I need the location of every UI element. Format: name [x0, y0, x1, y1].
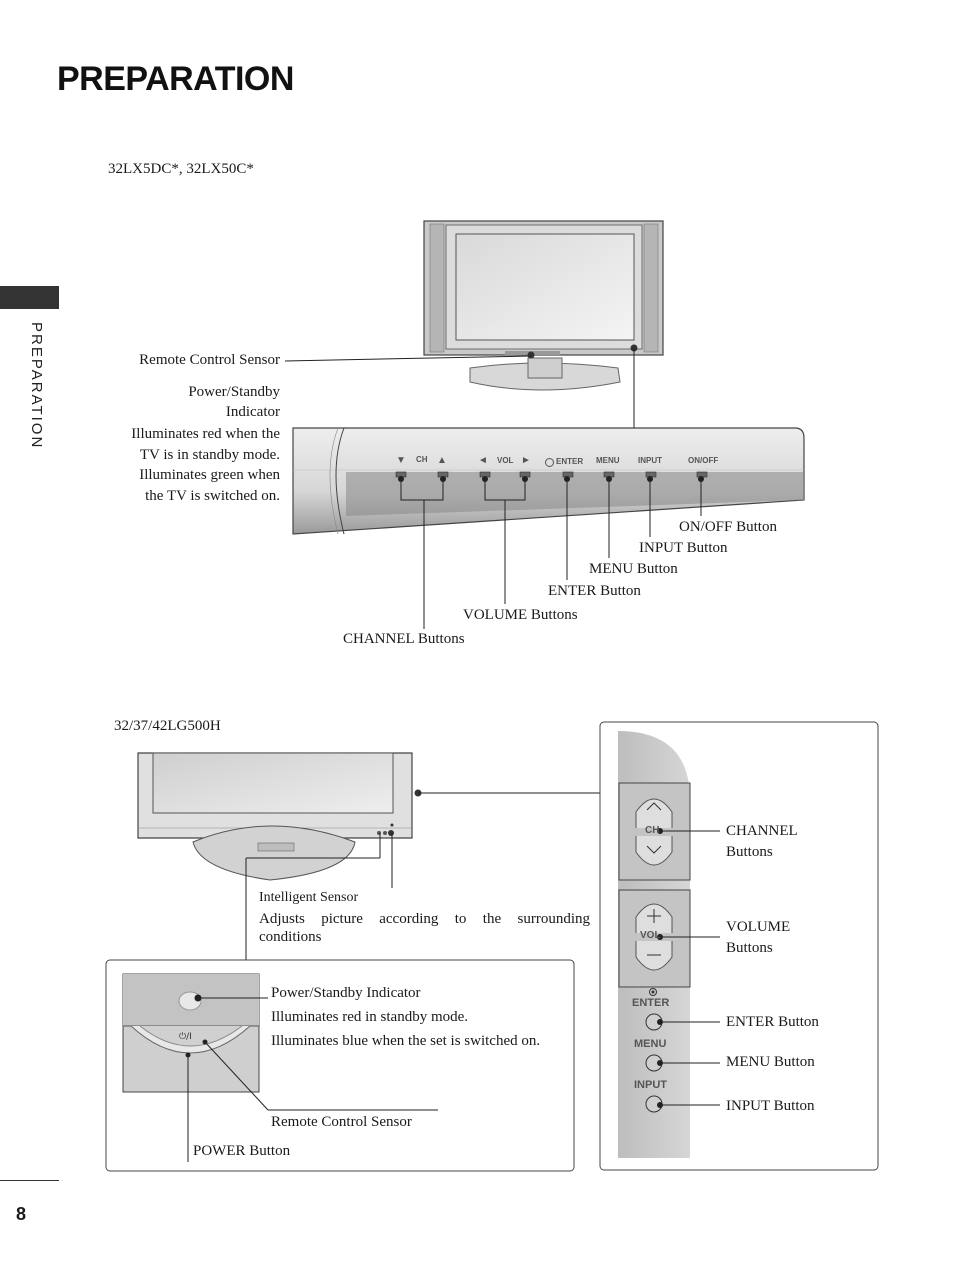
onoff-button-label: ON/OFF Button	[679, 519, 777, 535]
side-input-label: INPUT	[634, 1079, 667, 1091]
panel-ch-down-glyph: ▼	[396, 455, 406, 466]
page-title: PREPARATION	[57, 60, 294, 98]
panel-ch-label: CH	[416, 455, 428, 464]
power-indicator-desc-line-2: TV is in standby mode.	[139, 446, 280, 463]
side-input-button-label: INPUT Button	[726, 1098, 815, 1114]
sidebar-tab-marker	[0, 286, 59, 309]
side-enter-button-label: ENTER Button	[726, 1014, 819, 1030]
channel-buttons-label-1: CHANNEL Buttons	[343, 631, 465, 647]
power-indicator-desc: Illuminates red when the TV is in standb…	[90, 424, 280, 506]
side-menu-button-label: MENU Button	[726, 1054, 815, 1070]
remote-sensor-label-1: Remote Control Sensor	[139, 352, 280, 368]
power-indicator-desc-2b: Illuminates blue when the set is switche…	[271, 1033, 541, 1049]
power-indicator-desc-2a: Illuminates red in standby mode.	[271, 1009, 469, 1025]
side-menu-label: MENU	[634, 1038, 667, 1050]
panel-vol-left-glyph: ◄	[478, 455, 488, 466]
panel-ch-up-glyph: ▲	[437, 455, 447, 466]
remote-sensor-label-2: Remote Control Sensor	[271, 1114, 412, 1130]
panel-vol-label: VOL	[497, 456, 514, 465]
footer-divider	[0, 1180, 59, 1181]
power-indicator-title-2b: Power/Standby Indicator	[271, 985, 421, 1001]
menu-button-label-1: MENU Button	[589, 561, 678, 577]
model-label-2: 32/37/42LG500H	[114, 718, 221, 734]
power-indicator-desc-line-3: Illuminates green when	[139, 467, 280, 483]
power-indicator-title-2: Indicator	[225, 404, 280, 420]
power-button-label: POWER Button	[193, 1143, 291, 1159]
enter-button-label-1: ENTER Button	[548, 583, 641, 599]
power-indicator-desc-line-1: Illuminates red when the	[131, 426, 280, 442]
side-volume-label-2: Buttons	[726, 940, 773, 956]
power-indicator-title-1: Power/Standby	[188, 384, 280, 400]
power-symbol-icon: ⏻/I	[179, 1032, 192, 1042]
intelligent-sensor-title: Intelligent Sensor	[259, 890, 359, 905]
panel-onoff-label: ON/OFF	[688, 456, 719, 465]
tv-front-illustration-1	[284, 220, 805, 629]
side-ch-label: CH	[645, 825, 660, 836]
panel-enter-icon	[545, 458, 554, 467]
side-volume-label-1: VOLUME	[726, 919, 791, 935]
side-vol-label: VOL	[640, 930, 661, 941]
panel-input-label: INPUT	[638, 456, 662, 465]
power-indicator-desc-line-4: the TV is switched on.	[145, 487, 280, 504]
volume-buttons-label-1: VOLUME Buttons	[463, 607, 578, 623]
side-channel-label-1: CHANNEL	[726, 823, 798, 839]
side-enter-label: ENTER	[632, 997, 670, 1009]
panel-enter-label: ENTER	[556, 457, 584, 466]
model-label-1: 32LX5DC*, 32LX50C*	[108, 161, 254, 177]
input-button-label-1: INPUT Button	[639, 540, 728, 556]
panel-menu-label: MENU	[596, 456, 620, 465]
sidebar-section-label: PREPARATION	[28, 322, 45, 450]
intelligent-sensor-desc: Adjusts picture according to the surroun…	[259, 911, 590, 945]
side-channel-label-2: Buttons	[726, 844, 773, 860]
panel-vol-right-glyph: ►	[521, 455, 531, 466]
page-number: 8	[16, 1204, 27, 1224]
